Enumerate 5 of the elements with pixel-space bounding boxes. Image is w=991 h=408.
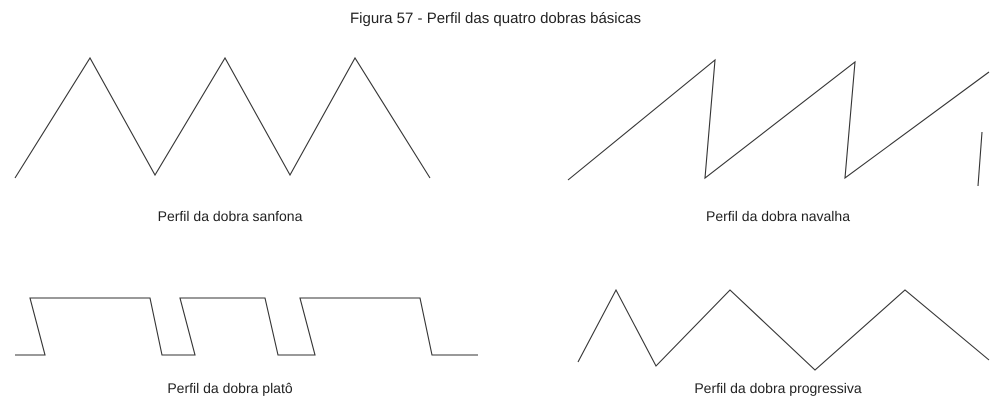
caption: Perfil da dobra navalha — [706, 207, 850, 226]
caption: Perfil da dobra progressiva — [694, 379, 862, 398]
caption: Perfil da dobra sanfona — [158, 207, 302, 226]
figure-title: Figura 57 - Perfil das quatro dobras básicas — [350, 9, 641, 29]
caption: Perfil da dobra platô — [167, 379, 293, 398]
